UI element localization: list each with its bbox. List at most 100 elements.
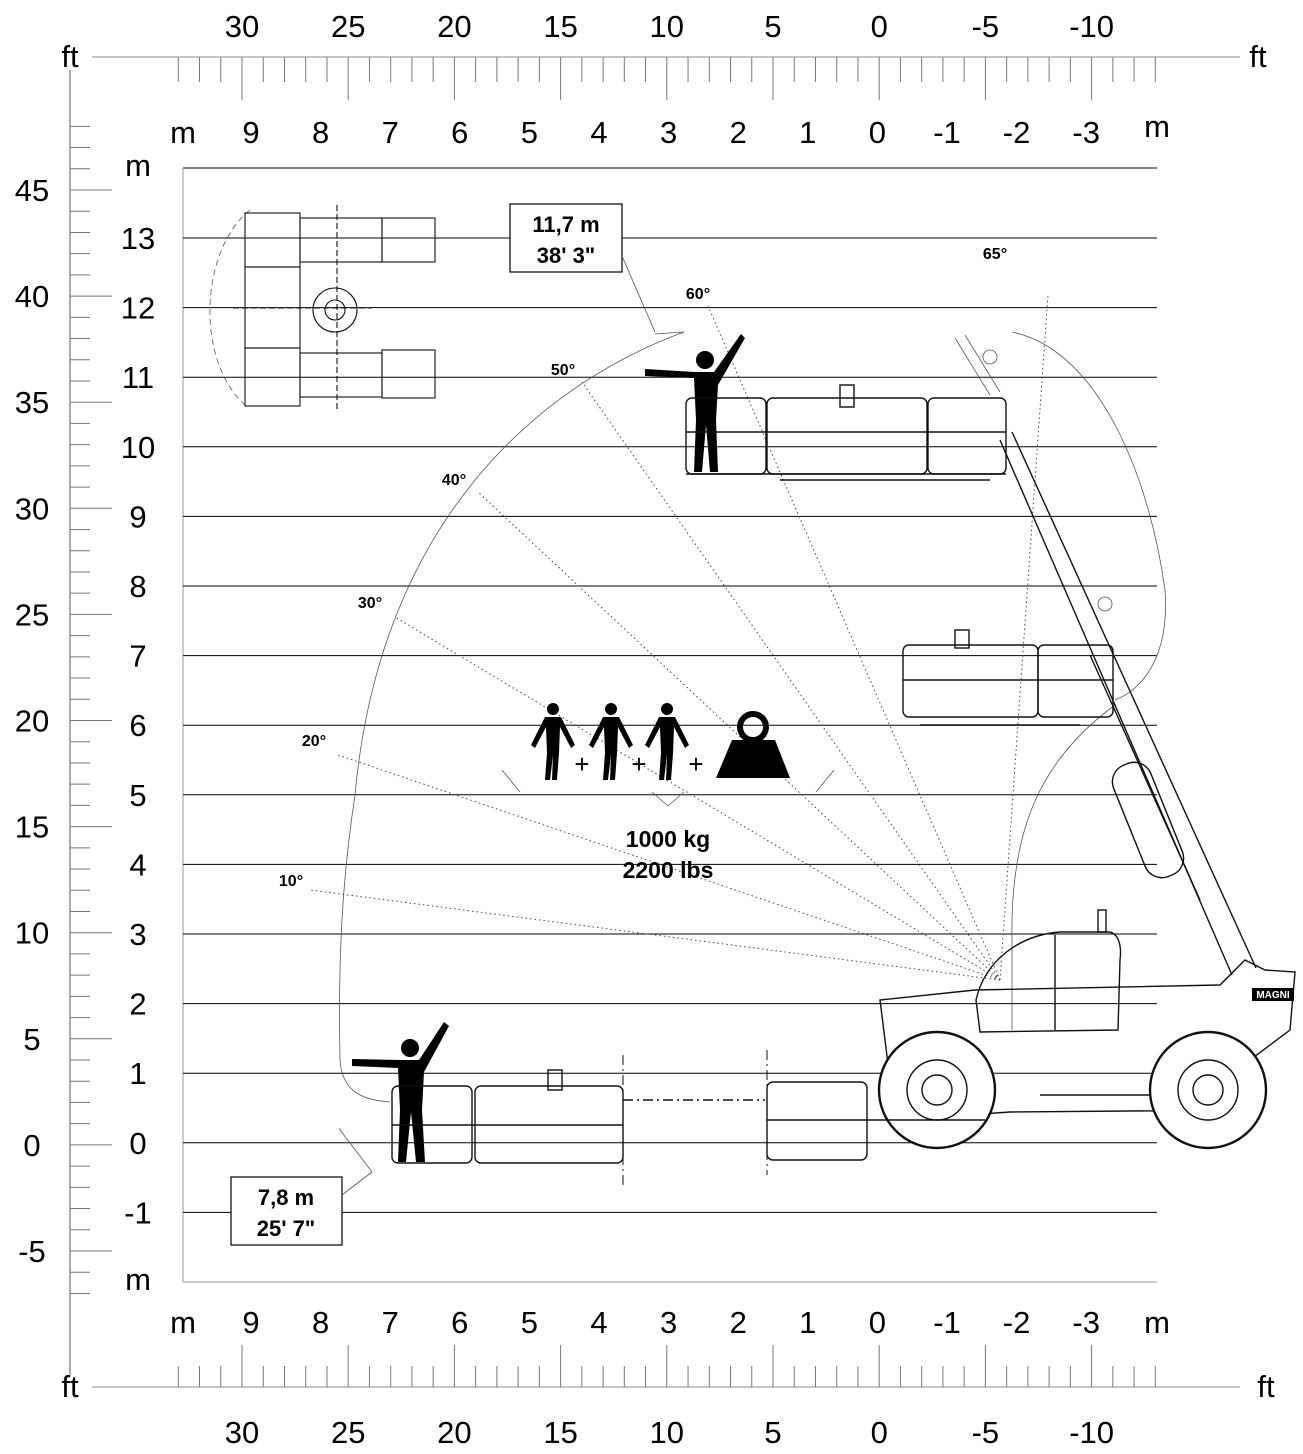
bottom-ft-tick-label: 30 [225, 1415, 259, 1450]
svg-text:+: + [688, 749, 703, 779]
rear-wheel [1148, 1030, 1268, 1150]
top-m-tick-label: 3 [660, 115, 677, 150]
bottom-m-tick-label: 0 [869, 1305, 886, 1340]
boom-angle-rays: 65° 60° 50° 40° 30° 20° 10° [279, 246, 1049, 981]
left-m-tick-label: -1 [124, 1195, 152, 1230]
left-m-tick-label: 1 [129, 1056, 146, 1091]
top-ft-tick-label: 10 [650, 9, 684, 44]
top-m-tick-label: 0 [869, 115, 886, 150]
bottom-right-ft-unit: ft [1257, 1369, 1275, 1404]
bottom-left-m-unit: m [170, 1305, 196, 1340]
left-ft-tick-label: 30 [15, 491, 49, 526]
bottom-m-tick-label: -3 [1072, 1305, 1100, 1340]
top-right-ft-unit: ft [1249, 39, 1267, 74]
load-imperial: 2200 lbs [623, 857, 714, 883]
left-m-tick-label: 12 [121, 291, 155, 326]
left-m-tick-label: 0 [129, 1126, 146, 1161]
left-m-tick-label: 5 [129, 778, 146, 813]
angle-label-60: 60° [686, 286, 710, 303]
bottom-m-tick-label: 4 [590, 1305, 607, 1340]
top-m-tick-label: -1 [933, 115, 961, 150]
bottom-m-tick-label: 8 [312, 1305, 329, 1340]
top-m-tick-label: 4 [590, 115, 607, 150]
grid-area [182, 167, 1157, 1283]
left-m-tick-label: 13 [121, 221, 155, 256]
left-ft-tick-label: 35 [15, 385, 49, 420]
bottom-ft-tick-label: 0 [871, 1415, 888, 1450]
top-m-tick-label: 8 [312, 115, 329, 150]
top-ft-tick-label: 25 [331, 9, 365, 44]
bottom-m-tick-label: -1 [933, 1305, 961, 1340]
left-ft-tick-label: 0 [23, 1128, 40, 1163]
top-m-tick-label: 1 [799, 115, 816, 150]
telehandler-chassis: MAGNI [877, 909, 1296, 1150]
left-ft-tick-label: -5 [18, 1234, 46, 1269]
max-outreach-metric: 7,8 m [258, 1185, 314, 1210]
brand-name: MAGNI [1256, 990, 1290, 1001]
angle-label-10: 10° [279, 873, 303, 890]
load-capacity-group: + + + 1000 kg 2200 lbs [501, 703, 835, 883]
bottom-m-tick-label: 5 [521, 1305, 538, 1340]
angle-label-30: 30° [358, 595, 382, 612]
bottom-m-tick-label: 1 [799, 1305, 816, 1340]
left-m-tick-label: 7 [129, 639, 146, 674]
svg-text:+: + [574, 749, 589, 779]
person-icon [531, 703, 575, 780]
top-ft-tick-label: 20 [437, 9, 471, 44]
person-icon [645, 703, 689, 780]
top-m-tick-label: -3 [1072, 115, 1100, 150]
bottom-ft-tick-label: -5 [972, 1415, 1000, 1450]
load-metric: 1000 kg [626, 826, 710, 852]
working-envelope [339, 331, 1166, 1173]
bottom-m-tick-label: 7 [382, 1305, 399, 1340]
operator-figure-upper [645, 334, 745, 472]
bottom-ft-tick-label: 5 [764, 1415, 781, 1450]
bottom-left-ft-unit: ft [61, 1369, 79, 1404]
brand-logo: MAGNI [1252, 988, 1294, 1001]
bottom-m-tick-label: 9 [242, 1305, 259, 1340]
bottom-ft-tick-label: 20 [437, 1415, 471, 1450]
bottom-m-tick-label: 6 [451, 1305, 468, 1340]
left-m-tick-label: 8 [129, 569, 146, 604]
left-ft-tick-label: 25 [15, 597, 49, 632]
left-m-tick-label: 10 [121, 430, 155, 465]
top-m-tick-label: 9 [242, 115, 259, 150]
bottom-ft-tick-label: 25 [331, 1415, 365, 1450]
left-m-tick-label: 2 [129, 987, 146, 1022]
left-m-tick-label: 11 [122, 360, 154, 395]
top-left-m-unit: m [170, 115, 196, 150]
top-left-ft-unit: ft [61, 39, 79, 74]
left-ft-tick-label: 10 [15, 916, 49, 951]
angle-label-50: 50° [551, 362, 575, 379]
left-ft-tick-label: 20 [15, 704, 49, 739]
upper-platform [645, 334, 1007, 481]
max-outreach-callout: 7,8 m 25' 7" [230, 1171, 373, 1246]
max-outreach-imperial: 25' 7" [257, 1216, 315, 1241]
bottom-m-tick-label: -2 [1003, 1305, 1031, 1340]
angle-label-20: 20° [302, 733, 326, 750]
svg-text:+: + [631, 749, 646, 779]
person-icon [589, 703, 633, 780]
bottom-right-m-unit: m [1144, 1305, 1170, 1340]
mid-platform [902, 629, 1114, 726]
max-height-imperial: 38' 3" [537, 243, 595, 268]
left-m-tick-label: 4 [129, 847, 146, 882]
weight-icon [716, 711, 790, 778]
operator-figure-lower [352, 1022, 449, 1162]
left-ft-tick-label: 45 [15, 173, 49, 208]
left-bottom-m-unit: m [125, 1262, 151, 1297]
bottom-ft-tick-label: 15 [543, 1415, 577, 1450]
bottom-m-tick-label: 3 [660, 1305, 677, 1340]
angle-label-40: 40° [442, 472, 466, 489]
left-m-tick-label: 3 [129, 917, 146, 952]
telehandler-boom [954, 334, 1257, 976]
top-ft-tick-label: 15 [543, 9, 577, 44]
top-ft-tick-label: 5 [764, 9, 781, 44]
left-m-tick-label: 6 [129, 708, 146, 743]
top-ft-tick-label: -10 [1069, 9, 1114, 44]
